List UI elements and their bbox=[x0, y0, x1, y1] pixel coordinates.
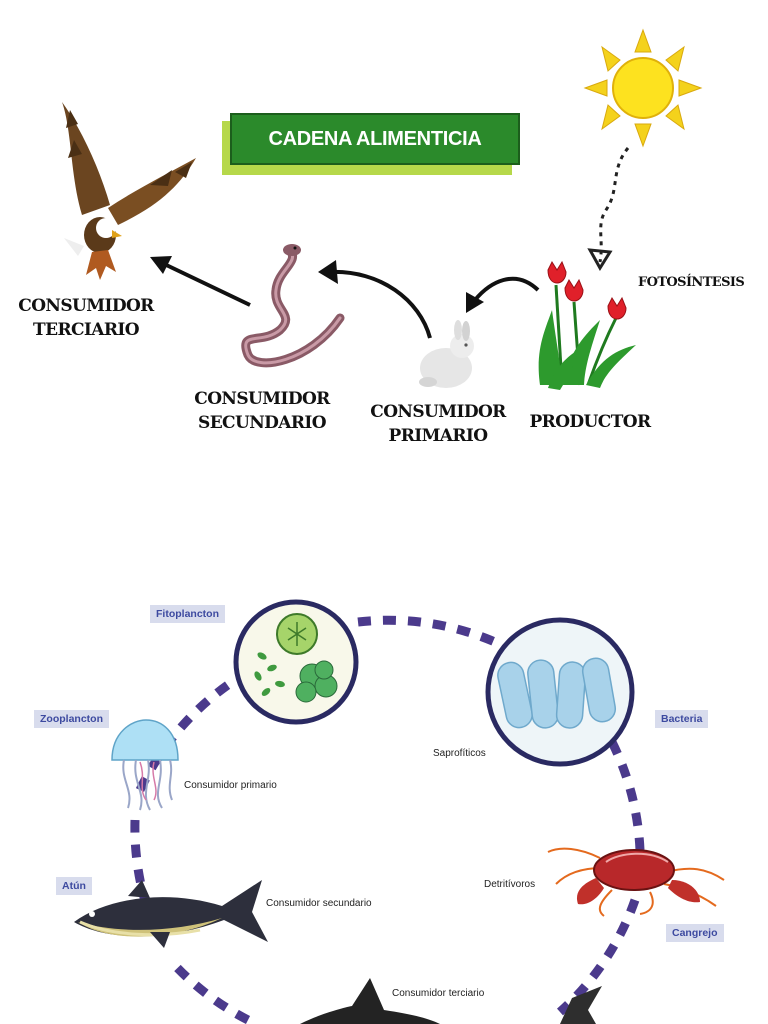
crab-icon bbox=[547, 847, 725, 917]
tuna-icon bbox=[74, 880, 268, 948]
arrowhead-to-secondary bbox=[318, 260, 338, 284]
diagram-title: CADENA ALIMENTICIA bbox=[230, 113, 520, 165]
label-secondary-consumer: CONSUMIDOR SECUNDARIO bbox=[184, 387, 340, 435]
role-tertiary-consumer: Consumidor terciario bbox=[392, 988, 485, 999]
tag-zooplankton: Zooplancton bbox=[34, 710, 109, 728]
label-secondary-line1: CONSUMIDOR bbox=[194, 389, 330, 409]
jellyfish-icon bbox=[111, 719, 179, 811]
tag-phytoplankton: Fitoplancton bbox=[150, 605, 225, 623]
title-banner: CADENA ALIMENTICIA bbox=[222, 111, 520, 175]
label-producer: PRODUCTOR bbox=[529, 412, 651, 432]
bacteria-icon bbox=[485, 617, 635, 767]
tag-crab: Cangrejo bbox=[666, 924, 724, 942]
tulip-plant-icon bbox=[538, 260, 636, 390]
tag-bacteria: Bacteria bbox=[655, 710, 709, 728]
arrow-to-tertiary bbox=[159, 260, 251, 307]
label-photosynthesis: FOTOSÍNTESIS bbox=[638, 275, 745, 290]
label-primary-consumer: CONSUMIDOR PRIMARIO bbox=[360, 400, 516, 448]
label-primary-line1: CONSUMIDOR bbox=[370, 402, 506, 422]
eagle-icon bbox=[62, 102, 196, 280]
role-primary-consumer: Consumidor primario bbox=[184, 780, 277, 791]
arrowhead-to-tertiary bbox=[150, 256, 172, 274]
photosynthesis-arrow bbox=[598, 147, 630, 263]
role-detritivores: Detritívoros bbox=[484, 879, 536, 890]
sun-icon bbox=[583, 28, 703, 148]
label-primary-line2: PRIMARIO bbox=[388, 426, 489, 446]
snake-icon bbox=[241, 244, 345, 368]
photosynthesis-arrowhead bbox=[587, 248, 613, 271]
tag-tuna: Atún bbox=[56, 877, 92, 895]
phytoplankton-icon bbox=[233, 599, 359, 725]
role-saprophytes: Saprofíticos bbox=[433, 748, 486, 759]
role-secondary-consumer: Consumidor secundario bbox=[266, 898, 372, 909]
arrowhead-to-primary bbox=[466, 292, 484, 313]
shark-icon bbox=[300, 978, 602, 1024]
label-tertiary-consumer: CONSUMIDOR TERCIARIO bbox=[6, 294, 166, 342]
label-tertiary-line1: CONSUMIDOR bbox=[18, 296, 154, 316]
rabbit-icon bbox=[419, 320, 474, 388]
arrow-to-primary bbox=[473, 276, 540, 302]
label-secondary-line2: SECUNDARIO bbox=[198, 413, 327, 433]
arrow-to-secondary bbox=[329, 269, 432, 339]
label-tertiary-line2: TERCIARIO bbox=[33, 320, 140, 340]
